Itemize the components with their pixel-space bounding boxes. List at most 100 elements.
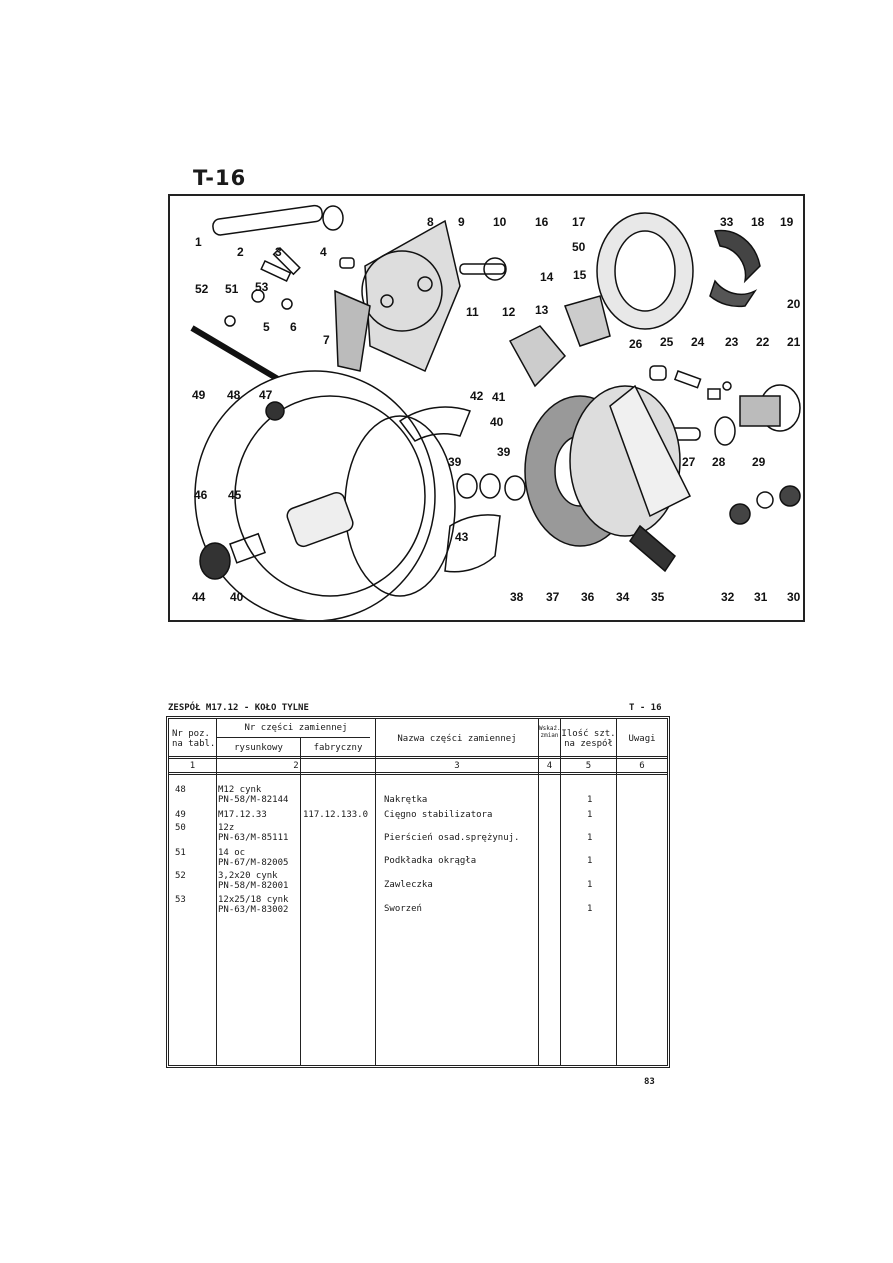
figure-title: T-16 bbox=[193, 166, 247, 190]
row-52-qty: 1 bbox=[587, 880, 593, 890]
row-49-factory: 117.12.133.0 bbox=[303, 810, 369, 820]
header-nr: Nr poz. na tabl. bbox=[172, 729, 216, 749]
svg-text:44: 44 bbox=[192, 590, 206, 604]
row-53-drawing: 12x25/18 cynk PN-63/M-83002 bbox=[218, 895, 289, 915]
svg-text:18: 18 bbox=[751, 215, 765, 229]
row-49-nr: 49 bbox=[175, 810, 186, 820]
col-number-2: 2 bbox=[293, 761, 299, 771]
svg-text:24: 24 bbox=[691, 335, 705, 349]
svg-text:42: 42 bbox=[470, 389, 484, 403]
row-50-drawing: 12z PN-63/M-85111 bbox=[218, 823, 289, 843]
svg-text:40: 40 bbox=[230, 590, 244, 604]
svg-text:35: 35 bbox=[651, 590, 665, 604]
svg-text:17: 17 bbox=[572, 215, 586, 229]
svg-text:23: 23 bbox=[725, 335, 739, 349]
svg-text:37: 37 bbox=[546, 590, 560, 604]
row-52-name: Zawleczka bbox=[384, 880, 433, 890]
svg-text:32: 32 bbox=[721, 590, 735, 604]
svg-text:19: 19 bbox=[780, 215, 794, 229]
svg-text:36: 36 bbox=[581, 590, 595, 604]
row-49-name: Cięgno stabilizatora bbox=[384, 810, 493, 820]
svg-text:26: 26 bbox=[629, 337, 643, 351]
svg-text:47: 47 bbox=[259, 388, 273, 402]
row-53-nr: 53 bbox=[175, 895, 186, 905]
svg-text:46: 46 bbox=[194, 488, 208, 502]
svg-text:39: 39 bbox=[497, 445, 511, 459]
svg-text:7: 7 bbox=[323, 333, 330, 347]
row-50-qty: 1 bbox=[587, 833, 593, 843]
row-48-nr: 48 bbox=[175, 785, 186, 795]
header-quantity: Ilość szt. na zespół bbox=[561, 729, 616, 749]
table-code: T - 16 bbox=[629, 703, 662, 713]
svg-text:9: 9 bbox=[458, 215, 465, 229]
svg-text:34: 34 bbox=[616, 590, 630, 604]
row-50-name: Pierścień osad.sprężynuj. bbox=[384, 833, 520, 843]
svg-text:48: 48 bbox=[227, 388, 241, 402]
svg-text:30: 30 bbox=[787, 590, 801, 604]
row-49-drawing: M17.12.33 bbox=[218, 810, 267, 820]
svg-text:10: 10 bbox=[493, 215, 507, 229]
svg-text:29: 29 bbox=[752, 455, 766, 469]
svg-text:33: 33 bbox=[720, 215, 734, 229]
svg-text:52: 52 bbox=[195, 282, 209, 296]
header-name: Nazwa części zamiennej bbox=[397, 734, 517, 744]
svg-text:40: 40 bbox=[490, 415, 504, 429]
svg-text:43: 43 bbox=[455, 530, 469, 544]
col-number-5: 5 bbox=[585, 761, 592, 771]
svg-text:20: 20 bbox=[787, 297, 801, 311]
svg-text:13: 13 bbox=[535, 303, 549, 317]
col-number-1: 1 bbox=[189, 761, 196, 771]
svg-text:8: 8 bbox=[427, 215, 434, 229]
header-notes: Uwagi bbox=[628, 734, 656, 744]
svg-text:4: 4 bbox=[320, 245, 327, 259]
page-number: 83 bbox=[644, 1077, 655, 1087]
svg-text:12: 12 bbox=[502, 305, 516, 319]
row-51-qty: 1 bbox=[587, 856, 593, 866]
svg-text:49: 49 bbox=[192, 388, 206, 402]
svg-text:41: 41 bbox=[492, 390, 506, 404]
svg-text:50: 50 bbox=[572, 240, 586, 254]
svg-text:39: 39 bbox=[448, 455, 462, 469]
header-change-index: Wskaź. zmian bbox=[539, 725, 561, 739]
group-title: ZESPÓŁ M17.12 - KOŁO TYLNE bbox=[168, 703, 309, 713]
row-51-name: Podkładka okrągła bbox=[384, 856, 477, 866]
parts-table: Nr poz. na tabl. Nr części zamiennej rys… bbox=[166, 716, 670, 1068]
row-50-nr: 50 bbox=[175, 823, 186, 833]
row-51-nr: 51 bbox=[175, 848, 186, 858]
row-51-drawing: 14 oc PN-67/M-82005 bbox=[218, 848, 289, 868]
row-53-name: Sworzeń bbox=[384, 904, 422, 914]
row-49-qty: 1 bbox=[587, 810, 593, 820]
row-53-qty: 1 bbox=[587, 904, 593, 914]
svg-text:21: 21 bbox=[787, 335, 801, 349]
svg-text:53: 53 bbox=[255, 280, 269, 294]
svg-text:6: 6 bbox=[290, 320, 297, 334]
svg-text:15: 15 bbox=[573, 268, 587, 282]
svg-text:31: 31 bbox=[754, 590, 768, 604]
row-48-name: Nakrętka bbox=[384, 795, 428, 805]
svg-text:16: 16 bbox=[535, 215, 549, 229]
header-part-number: Nr części zamiennej bbox=[244, 723, 348, 733]
row-52-drawing: 3,2x20 cynk PN-58/M-82001 bbox=[218, 871, 289, 891]
header-factory: fabryczny bbox=[313, 743, 363, 753]
row-48-qty: 1 bbox=[587, 795, 593, 805]
svg-text:5: 5 bbox=[263, 320, 270, 334]
svg-text:51: 51 bbox=[225, 282, 239, 296]
svg-text:2: 2 bbox=[237, 245, 244, 259]
svg-text:1: 1 bbox=[195, 235, 202, 249]
svg-text:27: 27 bbox=[682, 455, 696, 469]
col-number-6: 6 bbox=[639, 761, 645, 771]
row-48-drawing: M12 cynk PN-58/M-82144 bbox=[218, 785, 289, 805]
col-number-4: 4 bbox=[546, 761, 553, 771]
row-52-nr: 52 bbox=[175, 871, 186, 881]
svg-text:28: 28 bbox=[712, 455, 726, 469]
svg-text:45: 45 bbox=[228, 488, 242, 502]
svg-text:14: 14 bbox=[540, 270, 554, 284]
svg-text:11: 11 bbox=[466, 305, 479, 319]
svg-text:3: 3 bbox=[275, 245, 282, 259]
col-number-3: 3 bbox=[454, 761, 460, 771]
svg-text:25: 25 bbox=[660, 335, 674, 349]
svg-text:38: 38 bbox=[510, 590, 524, 604]
